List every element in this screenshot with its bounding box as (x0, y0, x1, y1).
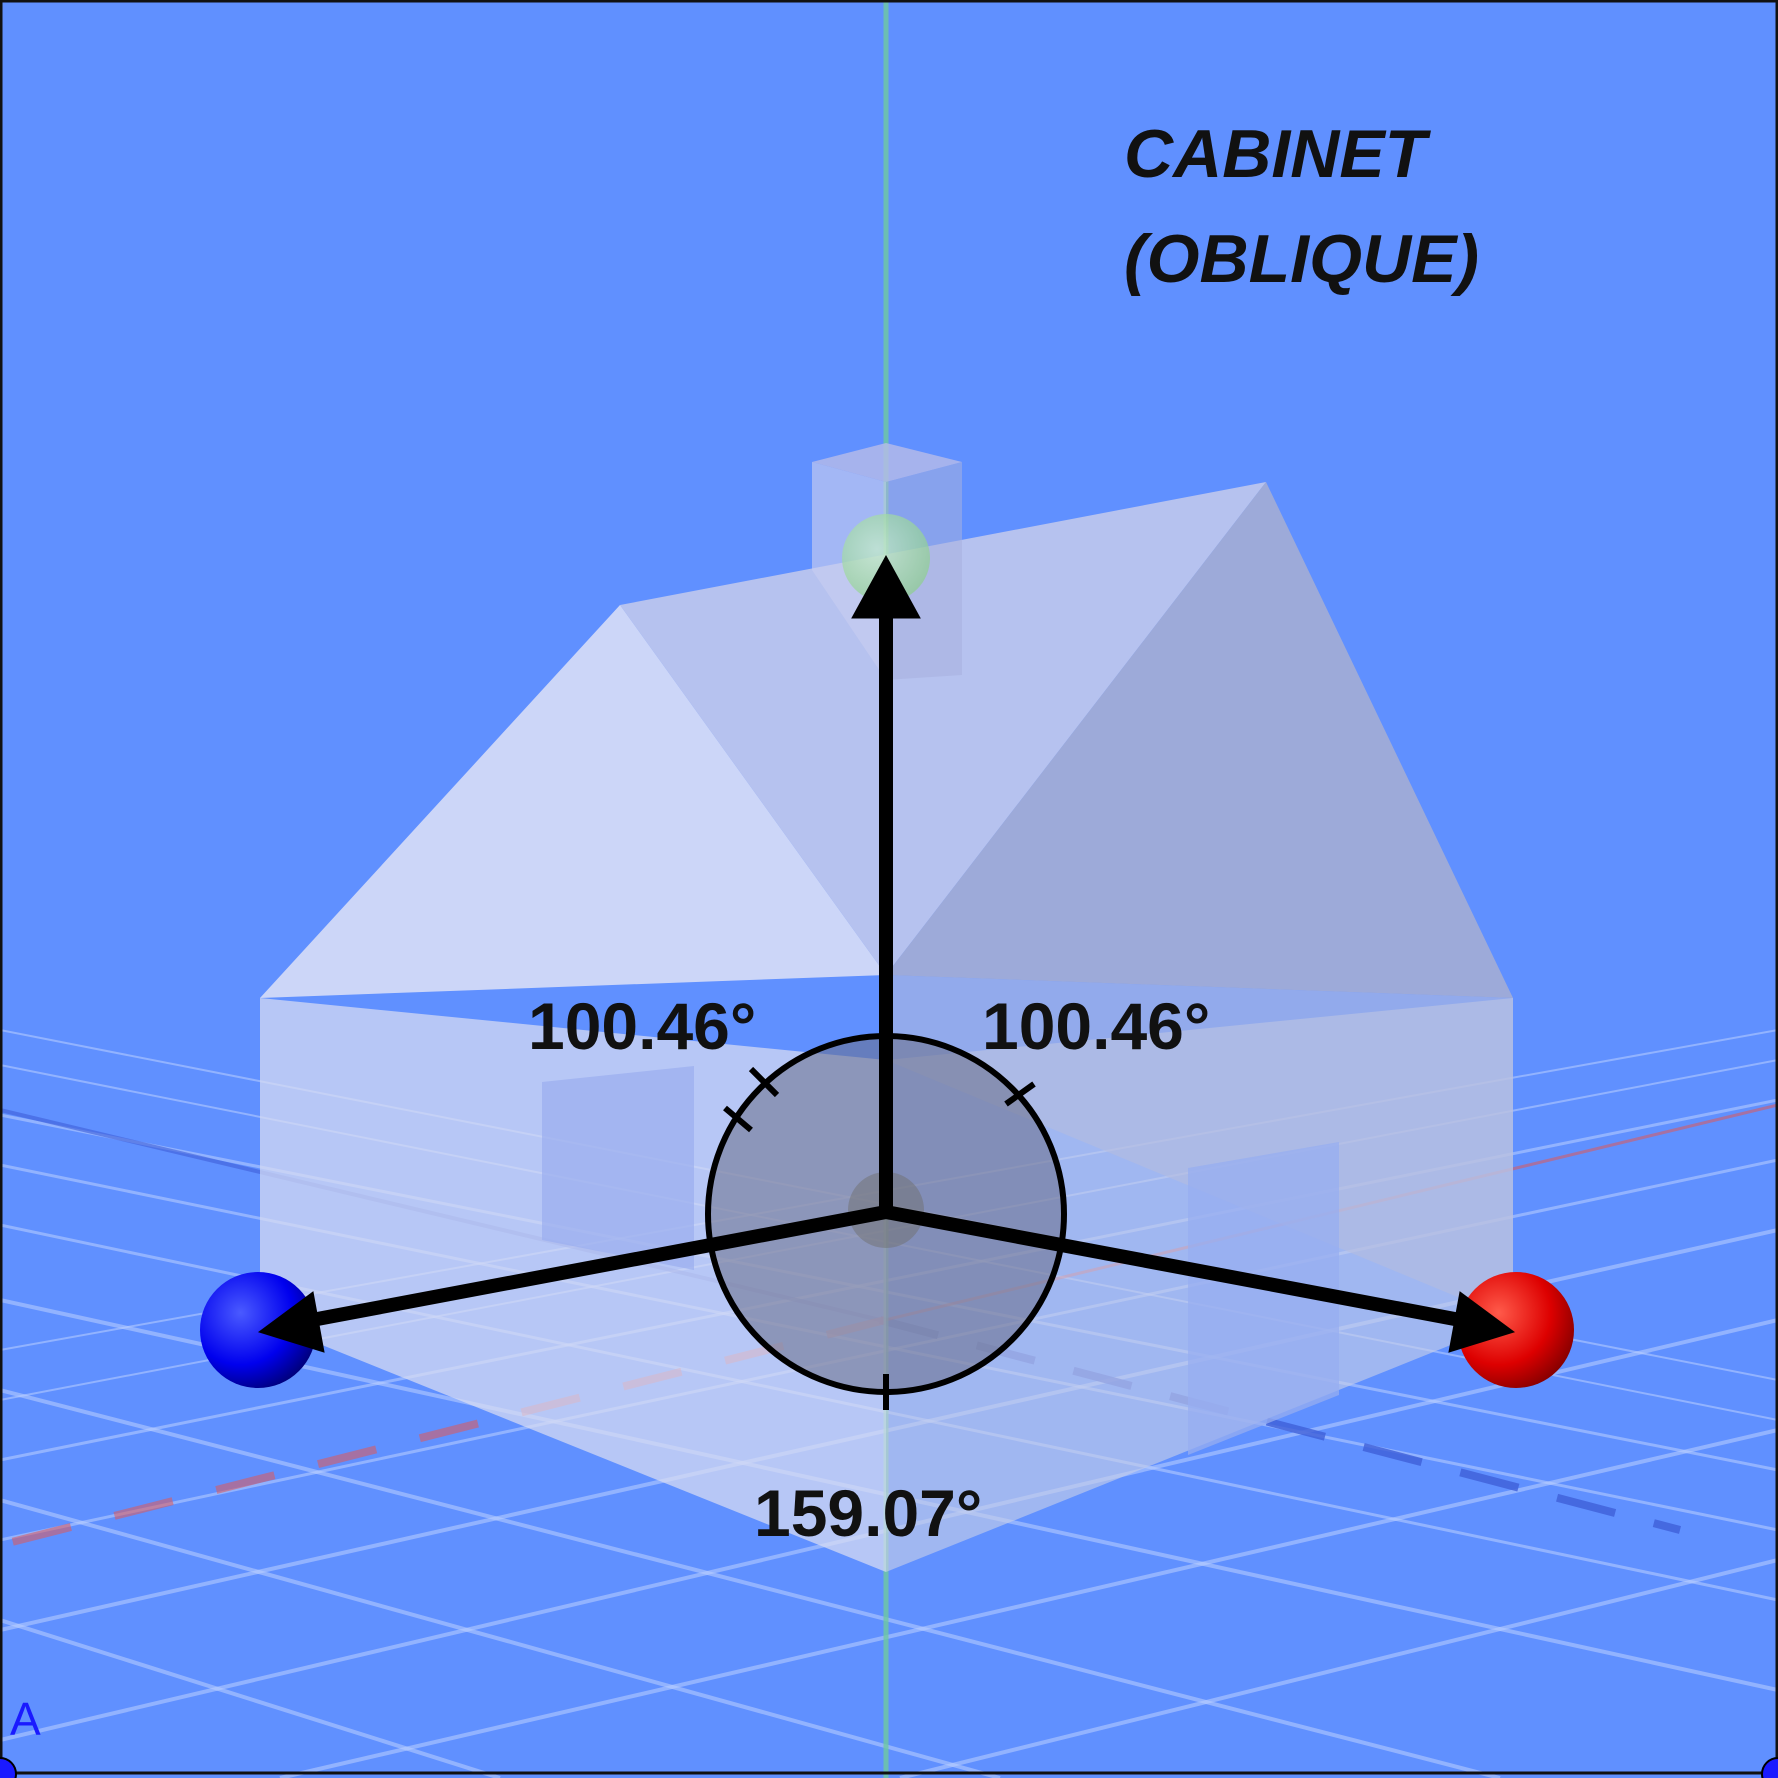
house-left-window (542, 1066, 694, 1270)
arrow-z-head (851, 554, 921, 619)
house-front-wall (886, 975, 1513, 1320)
arrow-x-head (1448, 1291, 1516, 1353)
angle-label-left: 100.46° (528, 989, 757, 1063)
house-right-roof (886, 482, 1513, 998)
frame-corner-handle-left[interactable] (0, 1757, 17, 1778)
angle-tick-marks (723, 1066, 1036, 1410)
house-roof-left-plane (620, 482, 1266, 975)
house-door (1188, 1142, 1339, 1455)
y-axis-sphere (200, 1272, 316, 1388)
title-line-1: CABINET (1124, 116, 1427, 192)
arrow-y-head (257, 1291, 325, 1353)
title-line-2: (OBLIQUE) (1124, 221, 1480, 297)
axis-arrows (257, 554, 1516, 1353)
arrow-x-shaft (884, 1205, 1462, 1327)
corner-point-label: A (10, 1693, 41, 1745)
house-left-gable (260, 605, 886, 998)
angle-label-right: 100.46° (982, 989, 1211, 1063)
x-axis-sphere (1458, 1272, 1574, 1388)
frame-corner-handle-right[interactable] (1761, 1757, 1778, 1778)
chimney-top (812, 443, 962, 482)
arrow-y-shaft (310, 1205, 888, 1327)
angle-label-bottom: 159.07° (754, 1476, 983, 1550)
